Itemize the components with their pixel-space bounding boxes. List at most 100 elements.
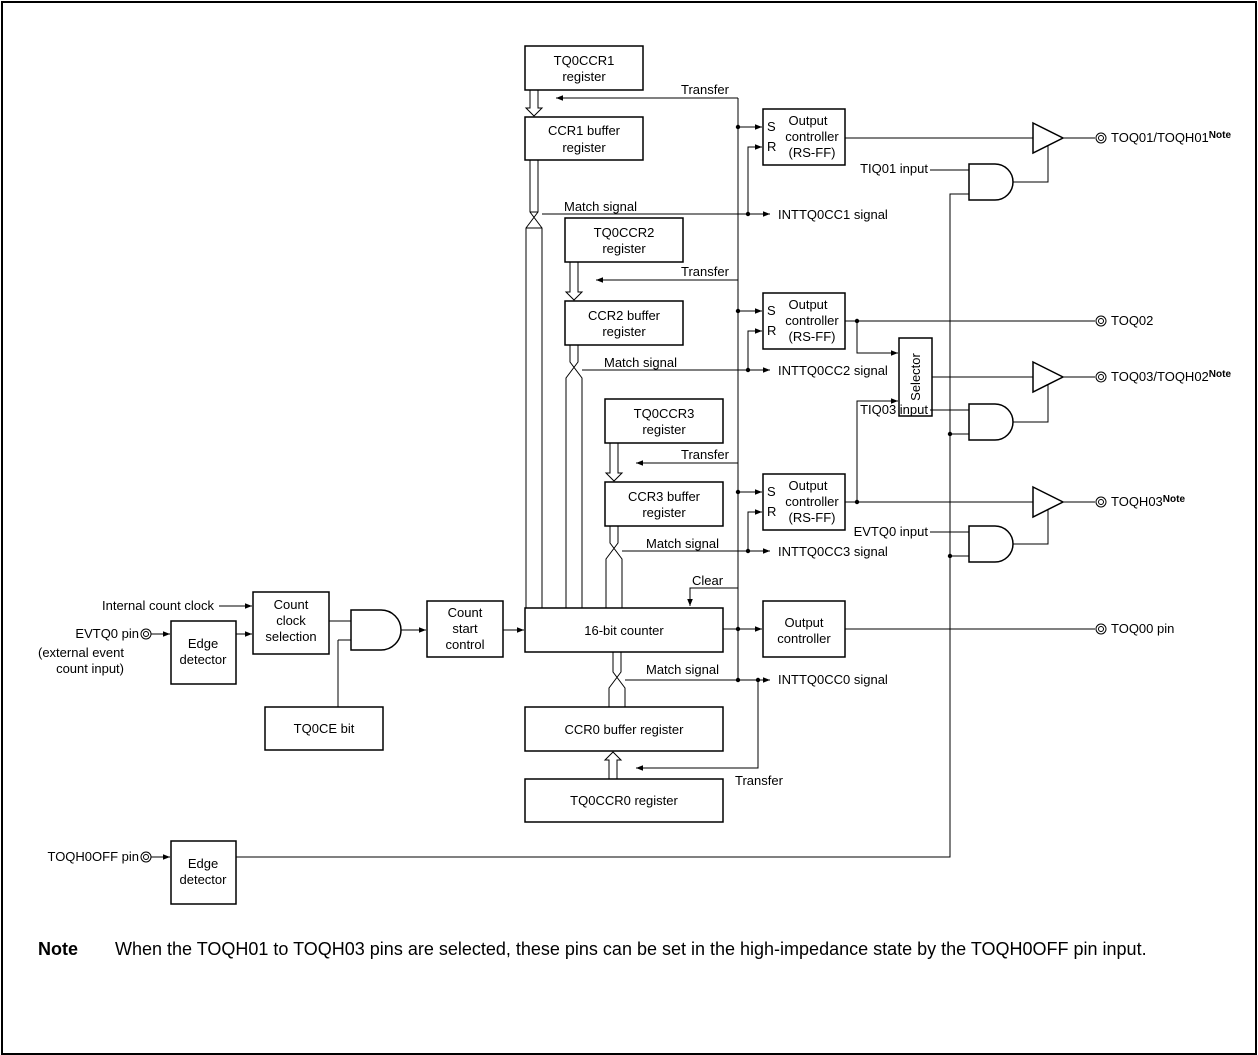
svg-text:control: control [445, 637, 484, 652]
svg-text:CCR0 buffer register: CCR0 buffer register [565, 722, 685, 737]
and-gate-count [350, 609, 402, 651]
count-start-control-block: Count start control [426, 600, 504, 658]
svg-text:R: R [767, 323, 776, 338]
pin-toq00: TOQ00 pin [1111, 621, 1174, 636]
footnote: Note When the TOQH01 to TOQH03 pins are … [38, 933, 1218, 965]
selector-block: Selector [898, 337, 933, 417]
ccr3-buffer-register-block: CCR3 buffer register [604, 481, 724, 527]
svg-text:register: register [562, 69, 606, 84]
svg-text:R: R [767, 504, 776, 519]
svg-text:Selector: Selector [908, 352, 923, 400]
output-controller-0-block: Output controller [762, 600, 846, 658]
svg-text:clock: clock [276, 613, 306, 628]
svg-text:TQ0CCR1: TQ0CCR1 [554, 53, 615, 68]
edge-detector-2-block: Edge detector [170, 840, 237, 905]
svg-text:controller: controller [777, 631, 831, 646]
svg-text:Output: Output [788, 113, 827, 128]
svg-text:Output: Output [788, 297, 827, 312]
tq0ccr1-register-block: TQ0CCR1 register [524, 45, 644, 91]
svg-text:TQ0CCR0 register: TQ0CCR0 register [570, 793, 678, 808]
transfer-label-1: Transfer [681, 82, 730, 97]
svg-text:register: register [562, 140, 606, 155]
tiq03-input-label: TIQ03 input [860, 402, 928, 417]
svg-text:S: S [767, 484, 776, 499]
svg-text:register: register [642, 422, 686, 437]
svg-text:Output: Output [784, 615, 823, 630]
svg-text:CCR3 buffer: CCR3 buffer [628, 489, 701, 504]
match-signal-label-2: Match signal [604, 355, 677, 370]
and-gate-3 [968, 525, 1014, 563]
svg-text:CCR1 buffer: CCR1 buffer [548, 123, 621, 138]
svg-text:Edge: Edge [188, 856, 218, 871]
svg-text:register: register [642, 505, 686, 520]
pin-circles [140, 132, 1107, 863]
svg-text:controller: controller [785, 313, 839, 328]
inttq0cc3-label: INTTQ0CC3 signal [778, 544, 888, 559]
note-text: When the TOQH01 to TOQH03 pins are selec… [115, 939, 1147, 959]
edge-detector-block: Edge detector [170, 620, 237, 685]
svg-text:TQ0CE bit: TQ0CE bit [294, 721, 355, 736]
toqh0off-pin-label: TOQH0OFF pin [47, 849, 139, 864]
internal-count-clock-label: Internal count clock [102, 598, 215, 613]
note-label: Note [38, 939, 78, 959]
svg-text:S: S [767, 303, 776, 318]
tq0ccr0-register-block: TQ0CCR0 register [524, 778, 724, 823]
svg-text:TQ0CCR2: TQ0CCR2 [594, 225, 655, 240]
svg-text:Output: Output [788, 478, 827, 493]
svg-text:register: register [602, 241, 646, 256]
evtq0-pin-label: EVTQ0 pin [75, 626, 139, 641]
signal-wires [151, 95, 1095, 860]
evtq0-pin-sublabel-2: count input) [56, 661, 124, 676]
inttq0cc1-label: INTTQ0CC1 signal [778, 207, 888, 222]
svg-text:(RS-FF): (RS-FF) [789, 510, 836, 525]
svg-text:register: register [602, 324, 646, 339]
match-signal-label-3: Match signal [646, 536, 719, 551]
16-bit-counter-block: 16-bit counter [524, 607, 724, 653]
svg-text:(RS-FF): (RS-FF) [789, 145, 836, 160]
svg-text:CCR2 buffer: CCR2 buffer [588, 308, 661, 323]
tq0ccr3-register-block: TQ0CCR3 register [604, 398, 724, 444]
svg-text:Count: Count [448, 605, 483, 620]
transfer-label-2: Transfer [681, 264, 730, 279]
svg-text:16-bit counter: 16-bit counter [584, 623, 664, 638]
svg-text:detector: detector [180, 652, 228, 667]
svg-text:S: S [767, 119, 776, 134]
count-clock-selection-block: Count clock selection [252, 591, 330, 655]
junction-dots [735, 124, 953, 683]
diagram-labels: Transfer Transfer Transfer Transfer Matc… [38, 82, 1231, 864]
svg-text:(RS-FF): (RS-FF) [789, 329, 836, 344]
evtq0-input-label: EVTQ0 input [854, 524, 929, 539]
output-controller-2-block: S R Output controller (RS-FF) [762, 292, 846, 350]
inttq0cc2-label: INTTQ0CC2 signal [778, 363, 888, 378]
pin-toq02: TOQ02 [1111, 313, 1153, 328]
svg-text:R: R [767, 139, 776, 154]
match-signal-label-0: Match signal [646, 662, 719, 677]
and-gate-2 [968, 403, 1014, 441]
svg-text:TQ0CCR3: TQ0CCR3 [634, 406, 695, 421]
tiq01-input-label: TIQ01 input [860, 161, 928, 176]
ccr0-buffer-register-block: CCR0 buffer register [524, 706, 724, 752]
tq0ccr2-register-block: TQ0CCR2 register [564, 217, 684, 263]
output-controller-3-block: S R Output controller (RS-FF) [762, 473, 846, 531]
svg-text:controller: controller [785, 129, 839, 144]
tq0ce-bit-block: TQ0CE bit [264, 706, 384, 751]
output-controller-1-block: S R Output controller (RS-FF) [762, 108, 846, 166]
register-bus-arrows [524, 90, 626, 779]
and-gate-1 [968, 163, 1014, 201]
transfer-label-3: Transfer [681, 447, 730, 462]
inttq0cc0-label: INTTQ0CC0 signal [778, 672, 888, 687]
svg-text:controller: controller [785, 494, 839, 509]
svg-text:Edge: Edge [188, 636, 218, 651]
pin-toq03: TOQ03/TOQH02Note [1111, 369, 1231, 384]
evtq0-pin-sublabel-1: (external event [38, 645, 124, 660]
svg-text:Count: Count [274, 597, 309, 612]
svg-text:detector: detector [180, 872, 228, 887]
pin-toqh03: TOQH03Note [1111, 494, 1185, 509]
ccr1-buffer-register-block: CCR1 buffer register [524, 116, 644, 161]
ccr2-buffer-register-block: CCR2 buffer register [564, 300, 684, 346]
svg-text:start: start [452, 621, 478, 636]
transfer-label-0: Transfer [735, 773, 784, 788]
svg-text:selection: selection [265, 629, 316, 644]
